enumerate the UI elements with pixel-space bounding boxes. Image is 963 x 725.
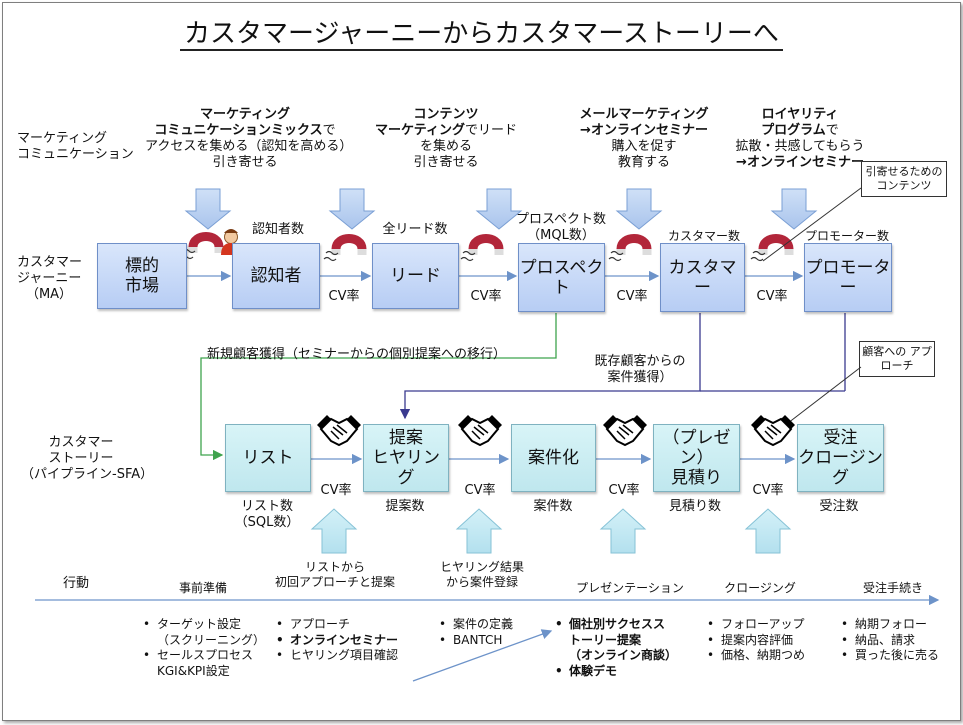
story-box-list: リスト: [225, 424, 311, 492]
callout-approach: 顧客への アプローチ: [859, 341, 935, 377]
down-arrow-2: [329, 188, 375, 230]
count-opportunity: 案件数: [533, 499, 573, 514]
mc-label-3: メールマーケティング →オンラインセミナー 購入を促す 教育する: [579, 107, 709, 170]
count-customer: カスタマー数: [667, 229, 740, 243]
actions-label: 行動: [63, 576, 90, 591]
up-label-2: ヒヤリング結果 から案件登録: [439, 560, 524, 589]
story-cv-3: CV率: [608, 483, 640, 498]
up-arrow-3: [600, 508, 646, 554]
row-label-journey: カスタマージャーニー（MA）: [17, 255, 83, 302]
callout-content: 引寄せるための コンテンツ: [861, 161, 947, 197]
journey-box-promoter: プロモーター: [804, 243, 892, 312]
phase-closing: クロージング: [724, 581, 796, 595]
handshake-icon-1: [316, 414, 362, 446]
journey-box-lead: リード: [372, 243, 459, 309]
count-proposal: 提案数: [385, 499, 425, 514]
handshake-icon-2: [457, 414, 503, 446]
count-order: 受注数: [819, 499, 859, 514]
magnet-icon-2: [324, 239, 367, 261]
phase-order: 受注手続き: [862, 581, 923, 595]
up-arrow-4: [745, 508, 791, 554]
story-box-proposal: 提案 ヒヤリング: [363, 424, 449, 492]
up-arrow-1: [311, 508, 357, 554]
magnet-icon-3: [461, 239, 504, 261]
down-arrow-1: [185, 188, 231, 230]
journey-cv-1: CV率: [328, 289, 360, 304]
magnet-icon-4: [609, 239, 652, 261]
count-prospect: プロスペクト数 （MQL数）: [515, 212, 607, 243]
down-arrow-5: [771, 188, 817, 230]
story-box-closing: 受注 クロージング: [797, 424, 884, 492]
journey-cv-2: CV率: [470, 289, 502, 304]
journey-cv-3: CV率: [616, 289, 648, 304]
story-cv-2: CV率: [464, 483, 496, 498]
phase-prep: 事前準備: [178, 581, 227, 595]
page-title: カスタマージャーニーからカスタマーストーリーへ: [3, 13, 960, 51]
list-order: 納期フォロー 納品、請求 買った後に売る: [841, 617, 939, 664]
count-aware: 認知者数: [251, 222, 304, 237]
phase-presentation: プレゼンテーション: [576, 581, 684, 595]
magnet-icon-1: [181, 237, 224, 259]
up-label-1: リストから 初回アプローチと提案: [275, 560, 396, 589]
mc-label-1: マーケティング コミュニケーションミックスで アクセスを集める（認知を高める） …: [145, 107, 353, 170]
handshake-icon-4: [750, 414, 796, 446]
journey-cv-4: CV率: [756, 289, 788, 304]
journey-box-aware: 認知者: [232, 243, 320, 309]
story-cv-4: CV率: [752, 483, 784, 498]
down-arrow-4: [616, 188, 662, 230]
journey-box-prospect: プロスペクト: [518, 243, 605, 312]
flow-label-existing: 既存顧客からの 案件獲得）: [594, 354, 686, 385]
story-box-opportunity: 案件化: [511, 424, 596, 492]
row-label-story: カスタマーストーリー（パイプライン-SFA）: [21, 435, 154, 482]
list-approach: アプローチ オンラインセミナー ヒヤリング項目確認: [276, 617, 398, 664]
story-cv-1: CV率: [320, 483, 352, 498]
handshake-icon-3: [602, 414, 648, 446]
mc-label-2: コンテンツ マーケティングでリード を集める 引き寄せる: [375, 107, 517, 170]
count-promoter: プロモーター数: [804, 229, 889, 243]
list-presentation: 個社別サクセスス トーリー提案 （オンライン商談） 体験デモ: [555, 617, 677, 679]
count-lead: 全リード数: [382, 222, 448, 237]
flow-label-new: 新規顧客獲得（セミナーからの個別提案への移行）: [207, 347, 507, 362]
up-arrow-2: [456, 508, 502, 554]
mc-label-4: ロイヤリティ プログラムで 拡散・共感してもらう →オンラインセミナー: [735, 107, 865, 170]
journey-box-target: 標的 市場: [97, 243, 187, 309]
list-closing: フォローアップ 提案内容評価 価格、納期つめ: [707, 617, 805, 664]
list-prep: ターゲット設定 （スクリーニング） セールスプロセス KGI&KPI設定: [143, 617, 265, 679]
list-opportunity: 案件の定義 BANTCH: [439, 617, 513, 648]
count-quote: 見積り数: [668, 499, 721, 514]
magnet-icon-5: [751, 239, 794, 261]
count-list: リスト数 （SQL数）: [234, 499, 300, 530]
story-box-quote: （プレゼン） 見積り: [653, 424, 740, 492]
journey-box-customer: カスタマー: [660, 243, 745, 312]
